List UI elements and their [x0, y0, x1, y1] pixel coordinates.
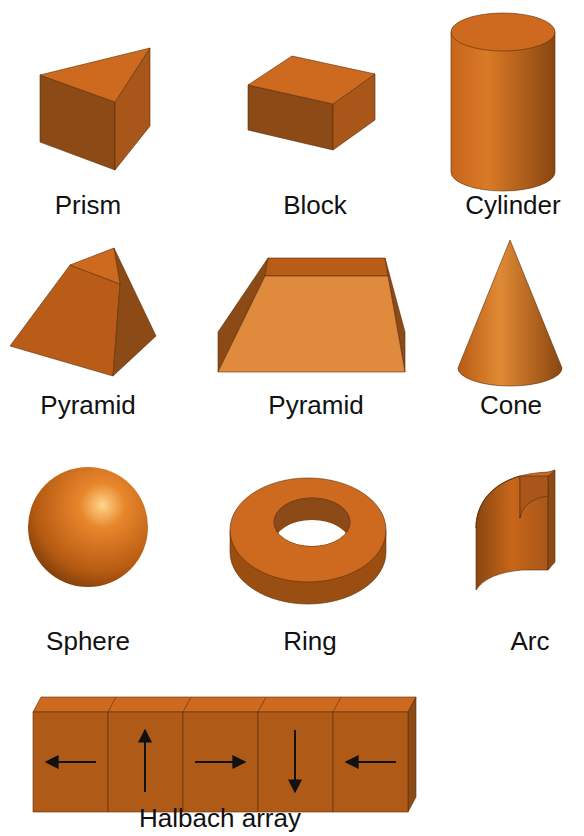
shape-label: Sphere — [46, 627, 130, 656]
shape-part — [33, 697, 416, 712]
shape-label: Cylinder — [465, 191, 560, 220]
prism-shape — [40, 48, 150, 170]
shape-part — [294, 730, 296, 792]
ring-shape — [230, 478, 386, 604]
shape-part — [458, 240, 562, 386]
shape-part — [230, 478, 386, 582]
shape-part — [265, 258, 388, 276]
shape-part — [218, 276, 405, 372]
pyramid-shape — [10, 248, 156, 376]
shape-part — [346, 761, 396, 763]
shape-label: Ring — [283, 627, 336, 656]
sphere-shape — [28, 467, 148, 587]
shape-part — [408, 697, 416, 812]
shape-label: Pyramid — [40, 391, 135, 420]
shape-part — [46, 761, 96, 763]
shape-part — [10, 13, 562, 812]
halbach-array — [33, 697, 416, 812]
shape-part — [520, 476, 548, 518]
shape-label: Cone — [480, 391, 542, 420]
shape-part — [451, 13, 555, 51]
shape-label: Block — [283, 191, 347, 220]
shape-part — [28, 467, 148, 587]
shape-part — [248, 56, 375, 104]
shape-part — [183, 697, 191, 712]
pyramid-shape — [218, 258, 405, 372]
shape-part — [333, 712, 408, 812]
shape-part — [333, 697, 341, 712]
shape-part — [33, 712, 108, 812]
cylinder-shape — [451, 13, 555, 191]
shape-part — [70, 248, 120, 284]
shape-part — [113, 248, 156, 376]
block-shape — [248, 56, 375, 150]
magnetization-arrows — [46, 730, 396, 792]
shape-part — [258, 697, 266, 712]
shape-label: Halbach array — [139, 804, 301, 833]
shape-part — [476, 476, 548, 590]
shape-part — [108, 697, 116, 712]
shape-label: Arc — [511, 627, 550, 656]
shape-part — [40, 48, 150, 102]
shape-part — [548, 470, 555, 570]
shape-part — [195, 761, 245, 763]
shape-part — [451, 32, 555, 191]
shape-label: Pyramid — [268, 391, 363, 420]
cone-shape — [458, 240, 562, 386]
shape-part — [476, 470, 555, 528]
shape-part — [274, 520, 350, 568]
shape-part — [258, 712, 333, 812]
shape-part — [10, 265, 120, 376]
arc-shape — [476, 470, 555, 590]
shape-part — [108, 712, 183, 812]
shape-label: Prism — [55, 191, 121, 220]
shape-part — [183, 712, 258, 812]
shape-part — [144, 730, 146, 792]
